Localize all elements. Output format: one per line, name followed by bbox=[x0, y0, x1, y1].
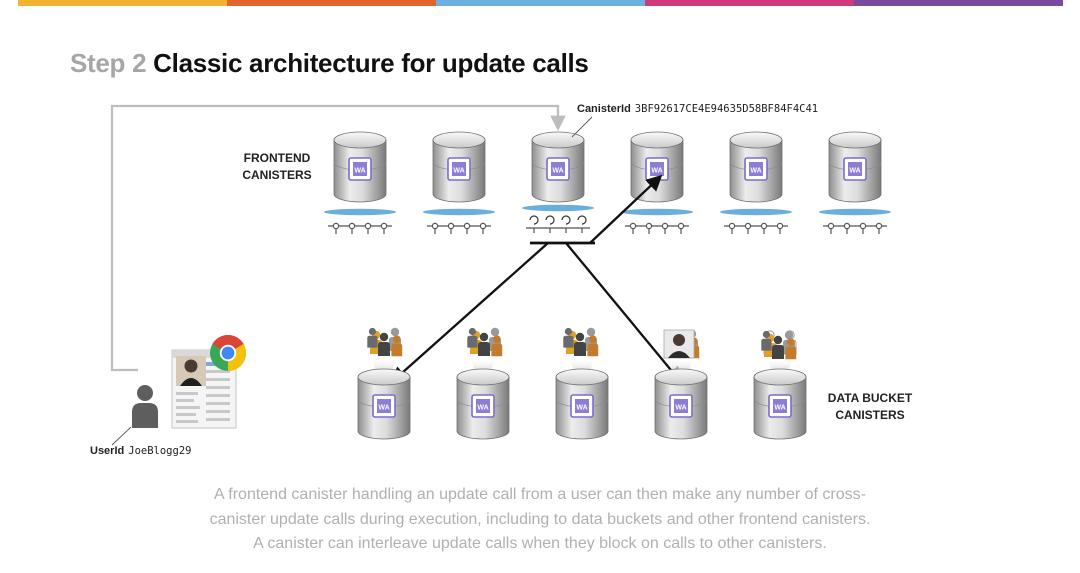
data-bucket-label-line-2: CANISTERS bbox=[835, 408, 905, 422]
top-bar-segment-2 bbox=[227, 0, 436, 6]
frontend-queue-4 bbox=[620, 208, 694, 235]
user-id-pointer bbox=[111, 426, 132, 446]
canister-id-value: 3BF92617CE4E94635D58BF84F4C41 bbox=[634, 103, 819, 115]
caption-line-3: A canister can interleave update calls w… bbox=[253, 535, 827, 552]
frontend-canister-2 bbox=[432, 131, 486, 203]
data-bucket-5 bbox=[753, 330, 807, 440]
frontend-queue-5 bbox=[719, 208, 793, 235]
user-group-icon bbox=[367, 328, 402, 356]
user-group-icon bbox=[563, 328, 598, 356]
top-bar-segment-1 bbox=[18, 0, 227, 6]
user-photo-thumbnail bbox=[663, 329, 695, 359]
frontend-canister-6 bbox=[828, 131, 882, 203]
user-silhouette-icon bbox=[132, 385, 158, 428]
chrome-browser-icon bbox=[210, 334, 247, 371]
frontend-canister-3 bbox=[531, 131, 585, 203]
frontend-queue-2 bbox=[422, 208, 496, 235]
data-bucket-4 bbox=[654, 329, 708, 440]
frontend-label-line-2: CANISTERS bbox=[242, 168, 312, 182]
call-arrow-to-frontend bbox=[589, 174, 663, 244]
top-bar-segment-4 bbox=[645, 0, 854, 6]
user-group-icon bbox=[467, 328, 502, 356]
page-title: Step 2 Classic architecture for update c… bbox=[70, 48, 589, 79]
user-to-frontend-connector bbox=[110, 104, 566, 372]
title-step: Step 2 bbox=[70, 48, 147, 78]
top-bar-segment-3 bbox=[436, 0, 645, 6]
caption-line-2: canister update calls during execution, … bbox=[209, 510, 871, 528]
data-bucket-canisters-label: DATA BUCKET CANISTERS bbox=[818, 390, 922, 424]
data-bucket-2 bbox=[456, 328, 510, 440]
frontend-label-line-1: FRONTEND bbox=[243, 151, 311, 165]
call-arrow-to-bucket-4 bbox=[565, 242, 683, 384]
data-bucket-3 bbox=[555, 328, 609, 440]
frontend-canister-1 bbox=[333, 131, 387, 203]
frontend-queue-3-active bbox=[521, 204, 595, 234]
data-bucket-1 bbox=[357, 328, 411, 440]
caption: A frontend canister handling an update c… bbox=[90, 483, 990, 557]
user-id-value: JoeBlogg29 bbox=[128, 445, 192, 457]
frontend-canister-5 bbox=[729, 131, 783, 203]
top-bar-segment-5 bbox=[854, 0, 1063, 6]
canister-id-label: CanisterId bbox=[577, 103, 631, 115]
user-id-label: UserId bbox=[90, 445, 125, 457]
data-bucket-label-line-1: DATA BUCKET bbox=[827, 391, 913, 405]
frontend-canister-4 bbox=[630, 131, 684, 203]
frontend-canisters-label: FRONTEND CANISTERS bbox=[228, 150, 326, 184]
canister-id-pointer bbox=[571, 116, 593, 138]
caption-line-1: A frontend canister handling an update c… bbox=[214, 486, 866, 503]
user-group-icon bbox=[761, 331, 796, 359]
title-main: Classic architecture for update calls bbox=[153, 48, 589, 78]
frontend-queue-6 bbox=[818, 208, 892, 235]
call-arrow-to-bucket-1 bbox=[390, 242, 549, 384]
frontend-queue-1 bbox=[323, 208, 397, 235]
top-color-bar bbox=[18, 0, 1063, 6]
